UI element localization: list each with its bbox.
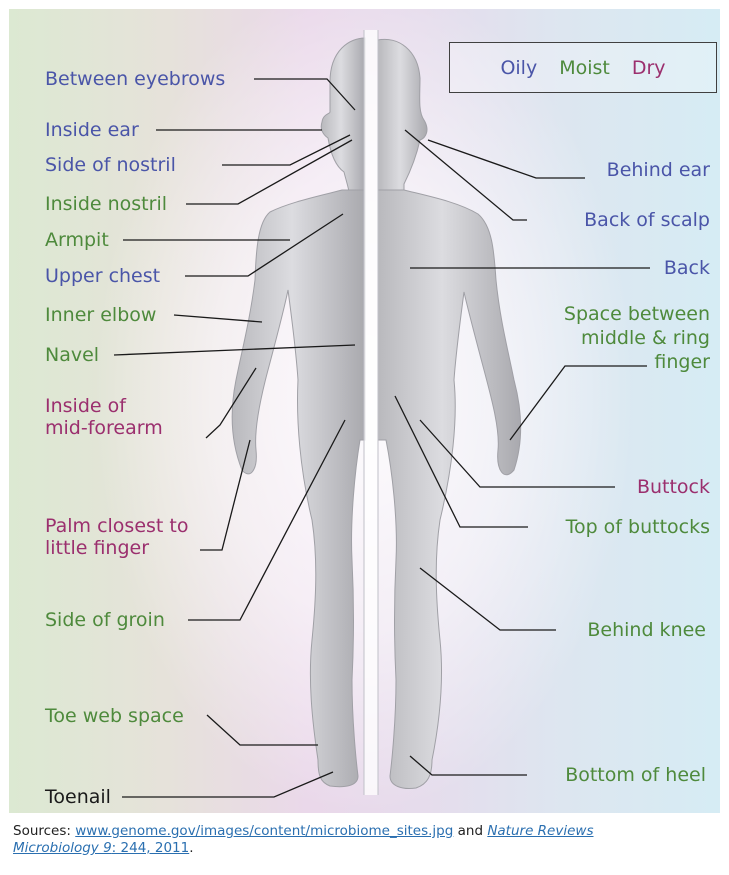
label-armpit: Armpit <box>45 229 109 251</box>
sources-suffix: . <box>189 840 193 856</box>
back-torso-legs <box>378 190 521 789</box>
label-upper-chest: Upper chest <box>45 265 160 287</box>
label-palm-closest-to-little-finger: Palm closest to little finger <box>45 515 188 559</box>
back-head <box>378 39 427 196</box>
label-inside-of-mid-forearm: Inside of mid-forearm <box>45 395 163 439</box>
label-top-of-buttocks: Top of buttocks <box>500 516 710 538</box>
label-between-eyebrows: Between eyebrows <box>45 68 225 90</box>
label-toenail: Toenail <box>45 786 111 808</box>
leader-toe-web <box>207 715 318 745</box>
front-head <box>321 38 365 196</box>
legend-oily: Oily <box>500 57 537 79</box>
label-space-between-middle-ring-finger: Space between middle & ring finger <box>510 302 710 374</box>
label-back-of-scalp: Back of scalp <box>510 209 710 231</box>
label-line: mid-forearm <box>45 417 163 439</box>
label-behind-knee: Behind knee <box>540 619 706 641</box>
label-line: finger <box>510 350 710 374</box>
divider <box>364 30 378 795</box>
label-inside-ear: Inside ear <box>45 119 139 141</box>
label-inside-nostril: Inside nostril <box>45 193 167 215</box>
label-line: little finger <box>45 537 188 559</box>
label-line: middle & ring <box>510 326 710 350</box>
journal-volume: Microbiology 9 <box>13 840 112 856</box>
label-line: Inside of <box>45 395 163 417</box>
label-bottom-of-heel: Bottom of heel <box>520 764 706 786</box>
journal-name: Nature Reviews <box>487 823 593 839</box>
back-body <box>378 39 521 788</box>
leader-behind-knee <box>420 568 556 630</box>
sources-prefix: Sources: <box>13 823 75 839</box>
leader-toenail <box>122 772 333 797</box>
front-body <box>232 38 365 787</box>
journal-pages: : 244, 2011 <box>112 840 190 856</box>
source-link-genome[interactable]: www.genome.gov/images/content/microbiome… <box>75 823 453 839</box>
legend: Oily Moist Dry <box>449 42 717 93</box>
label-back: Back <box>600 257 710 279</box>
label-side-of-groin: Side of groin <box>45 609 165 631</box>
leader-finger-space <box>510 366 647 440</box>
label-navel: Navel <box>45 344 99 366</box>
label-behind-ear: Behind ear <box>560 159 710 181</box>
label-side-of-nostril: Side of nostril <box>45 154 176 176</box>
label-inner-elbow: Inner elbow <box>45 304 156 326</box>
label-line: Palm closest to <box>45 515 188 537</box>
front-torso-legs <box>232 190 365 787</box>
sources-note: Sources: www.genome.gov/images/content/m… <box>13 823 725 857</box>
label-buttock: Buttock <box>560 476 710 498</box>
label-toe-web-space: Toe web space <box>45 705 184 727</box>
legend-dry: Dry <box>632 57 666 79</box>
label-line: Space between <box>510 302 710 326</box>
sources-and: and <box>453 823 487 839</box>
legend-moist: Moist <box>559 57 610 79</box>
